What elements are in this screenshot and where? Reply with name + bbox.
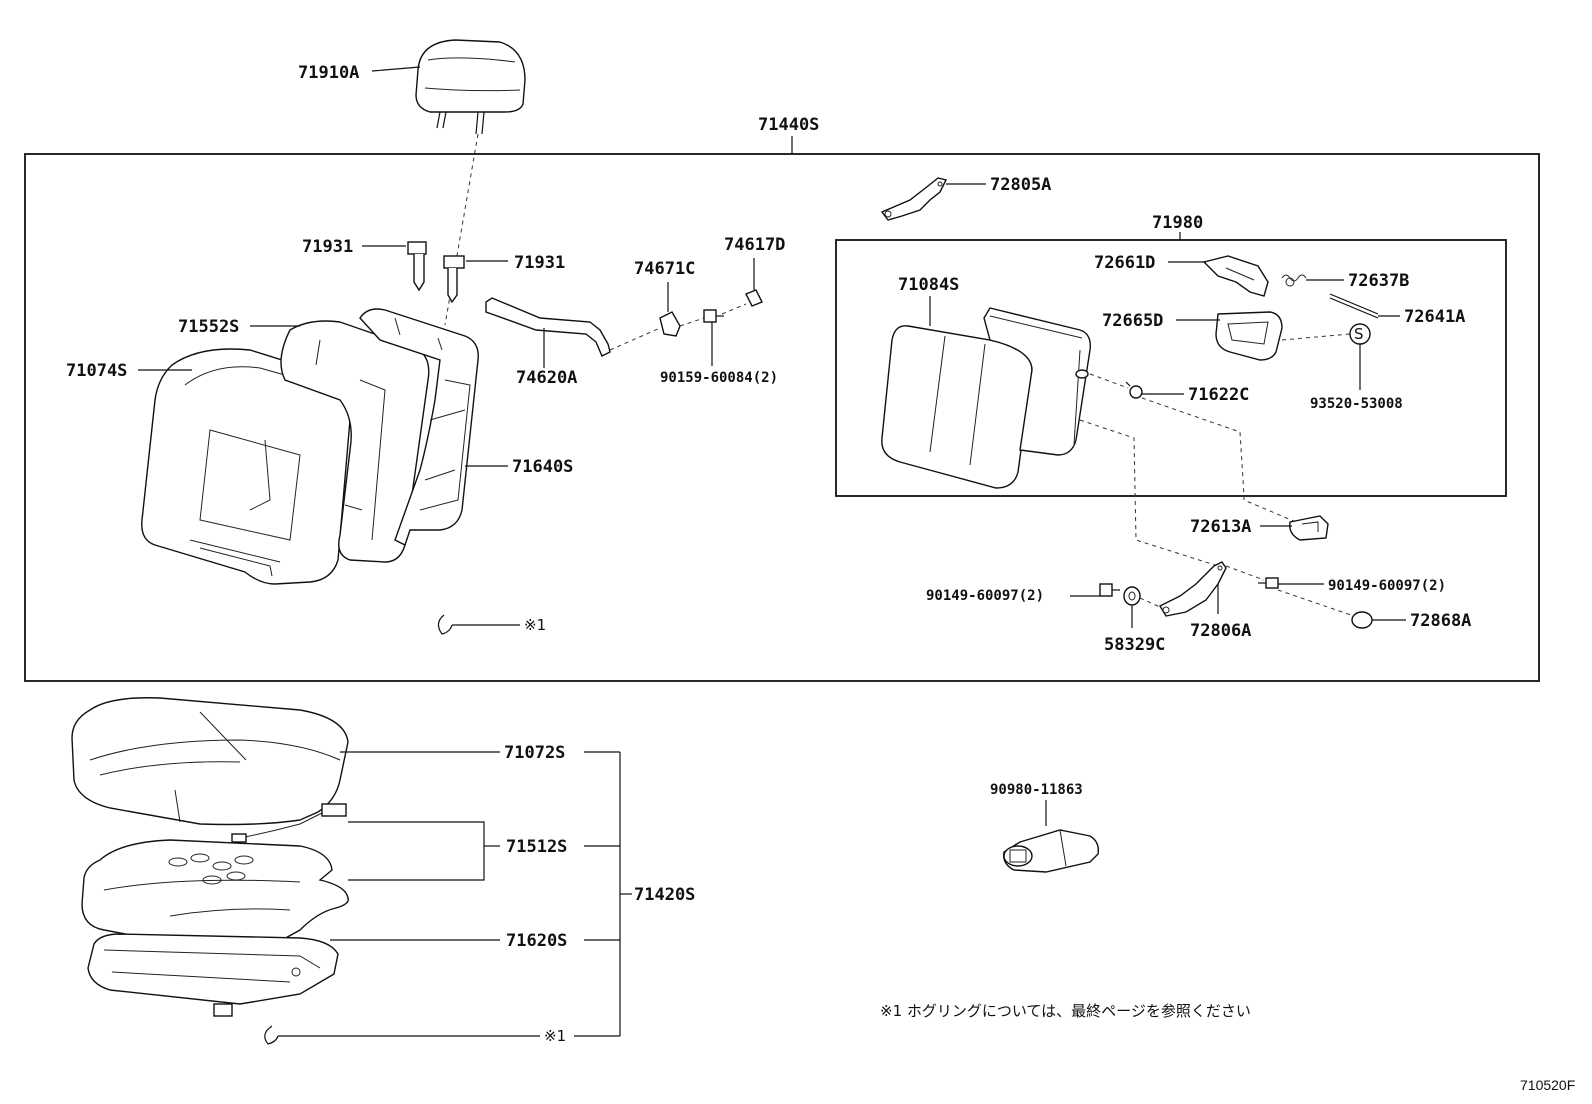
- label-72613A: 72613A: [1190, 517, 1251, 537]
- label-74620A: 74620A: [516, 368, 577, 388]
- label-71512S: 71512S: [506, 837, 567, 857]
- label-71620S: 71620S: [506, 931, 567, 951]
- hinge-72805A-drawing: [880, 177, 948, 221]
- figure-id: 710520F: [1520, 1077, 1575, 1093]
- hog-ring-upper-drawing: [437, 614, 453, 635]
- ref-mark-upper: ※1: [524, 616, 546, 634]
- s-set-symbol-letter: S: [1354, 325, 1364, 343]
- screw-90149-right-drawing: [1258, 577, 1279, 589]
- washer-58329C-drawing: [1123, 586, 1141, 606]
- label-72637B: 72637B: [1348, 271, 1409, 291]
- label-71640S: 71640S: [512, 457, 573, 477]
- label-90980-11863: 90980-11863: [990, 782, 1083, 798]
- armrest-subassembly-box: [835, 239, 1507, 497]
- label-71622C: 71622C: [1188, 385, 1249, 405]
- pin-72641A-drawing: [1329, 293, 1379, 319]
- seat-pad-drawing: [81, 803, 349, 945]
- armrest-frame-drawing: [983, 307, 1091, 456]
- label-71420S: 71420S: [634, 885, 695, 905]
- bracket-72661D-drawing: [1202, 255, 1269, 297]
- connector-90980-drawing: [1003, 829, 1100, 873]
- label-71072S: 71072S: [504, 743, 565, 763]
- label-90159-60084: 90159-60084(2): [660, 370, 778, 386]
- seat-frame-drawing: [87, 933, 339, 1017]
- label-71552S: 71552S: [178, 317, 239, 337]
- latch-72665D-drawing: [1215, 311, 1283, 361]
- label-71910A: 71910A: [298, 63, 359, 83]
- spring-72637B-drawing: [1281, 274, 1307, 287]
- label-93520-53008: 93520-53008: [1310, 396, 1403, 412]
- label-72661D: 72661D: [1094, 253, 1155, 273]
- label-74617D: 74617D: [724, 235, 785, 255]
- label-71084S: 71084S: [898, 275, 959, 295]
- seatback-cover-drawing: [141, 348, 352, 585]
- nut-74617D-drawing: [745, 289, 763, 307]
- footnote: ※1 ホグリングについては、最終ページを参照ください: [880, 1002, 1251, 1020]
- hog-ring-lower-drawing: [264, 1025, 279, 1045]
- label-71440S: 71440S: [758, 115, 819, 135]
- label-72806A: 72806A: [1190, 621, 1251, 641]
- bracket-72613A-drawing: [1289, 515, 1329, 541]
- armrest-cover-drawing: [881, 325, 1033, 489]
- label-72641A: 72641A: [1404, 307, 1465, 327]
- label-72868A: 72868A: [1410, 611, 1471, 631]
- label-90149-60097-left: 90149-60097(2): [926, 588, 1044, 604]
- cap-72868A-drawing: [1351, 611, 1373, 629]
- label-90149-60097-right: 90149-60097(2): [1328, 578, 1446, 594]
- ref-mark-lower: ※1: [544, 1027, 566, 1045]
- hinge-72806A-drawing: [1159, 561, 1227, 617]
- label-71980: 71980: [1152, 213, 1203, 233]
- label-71931-left: 71931: [302, 237, 353, 257]
- bracket-74620A-drawing: [485, 297, 611, 357]
- hinge-pin-left-drawing: [407, 241, 427, 292]
- label-71931-right: 71931: [514, 253, 565, 273]
- seat-cover-drawing: [71, 697, 349, 826]
- label-72805A: 72805A: [990, 175, 1051, 195]
- seatback-frame-drawing: [359, 308, 479, 546]
- screw-90149-left-drawing: [1099, 583, 1120, 597]
- hinge-pin-right-drawing: [443, 255, 465, 304]
- screw-90159-drawing: [703, 309, 724, 323]
- label-74671C: 74671C: [634, 259, 695, 279]
- clip-71622C-drawing: [1125, 381, 1143, 399]
- label-71074S: 71074S: [66, 361, 127, 381]
- clip-74671C-drawing: [659, 311, 681, 337]
- label-58329C: 58329C: [1104, 635, 1165, 655]
- headrest-drawing: [415, 39, 526, 135]
- seatback-assembly-box: [24, 153, 1540, 682]
- label-72665D: 72665D: [1102, 311, 1163, 331]
